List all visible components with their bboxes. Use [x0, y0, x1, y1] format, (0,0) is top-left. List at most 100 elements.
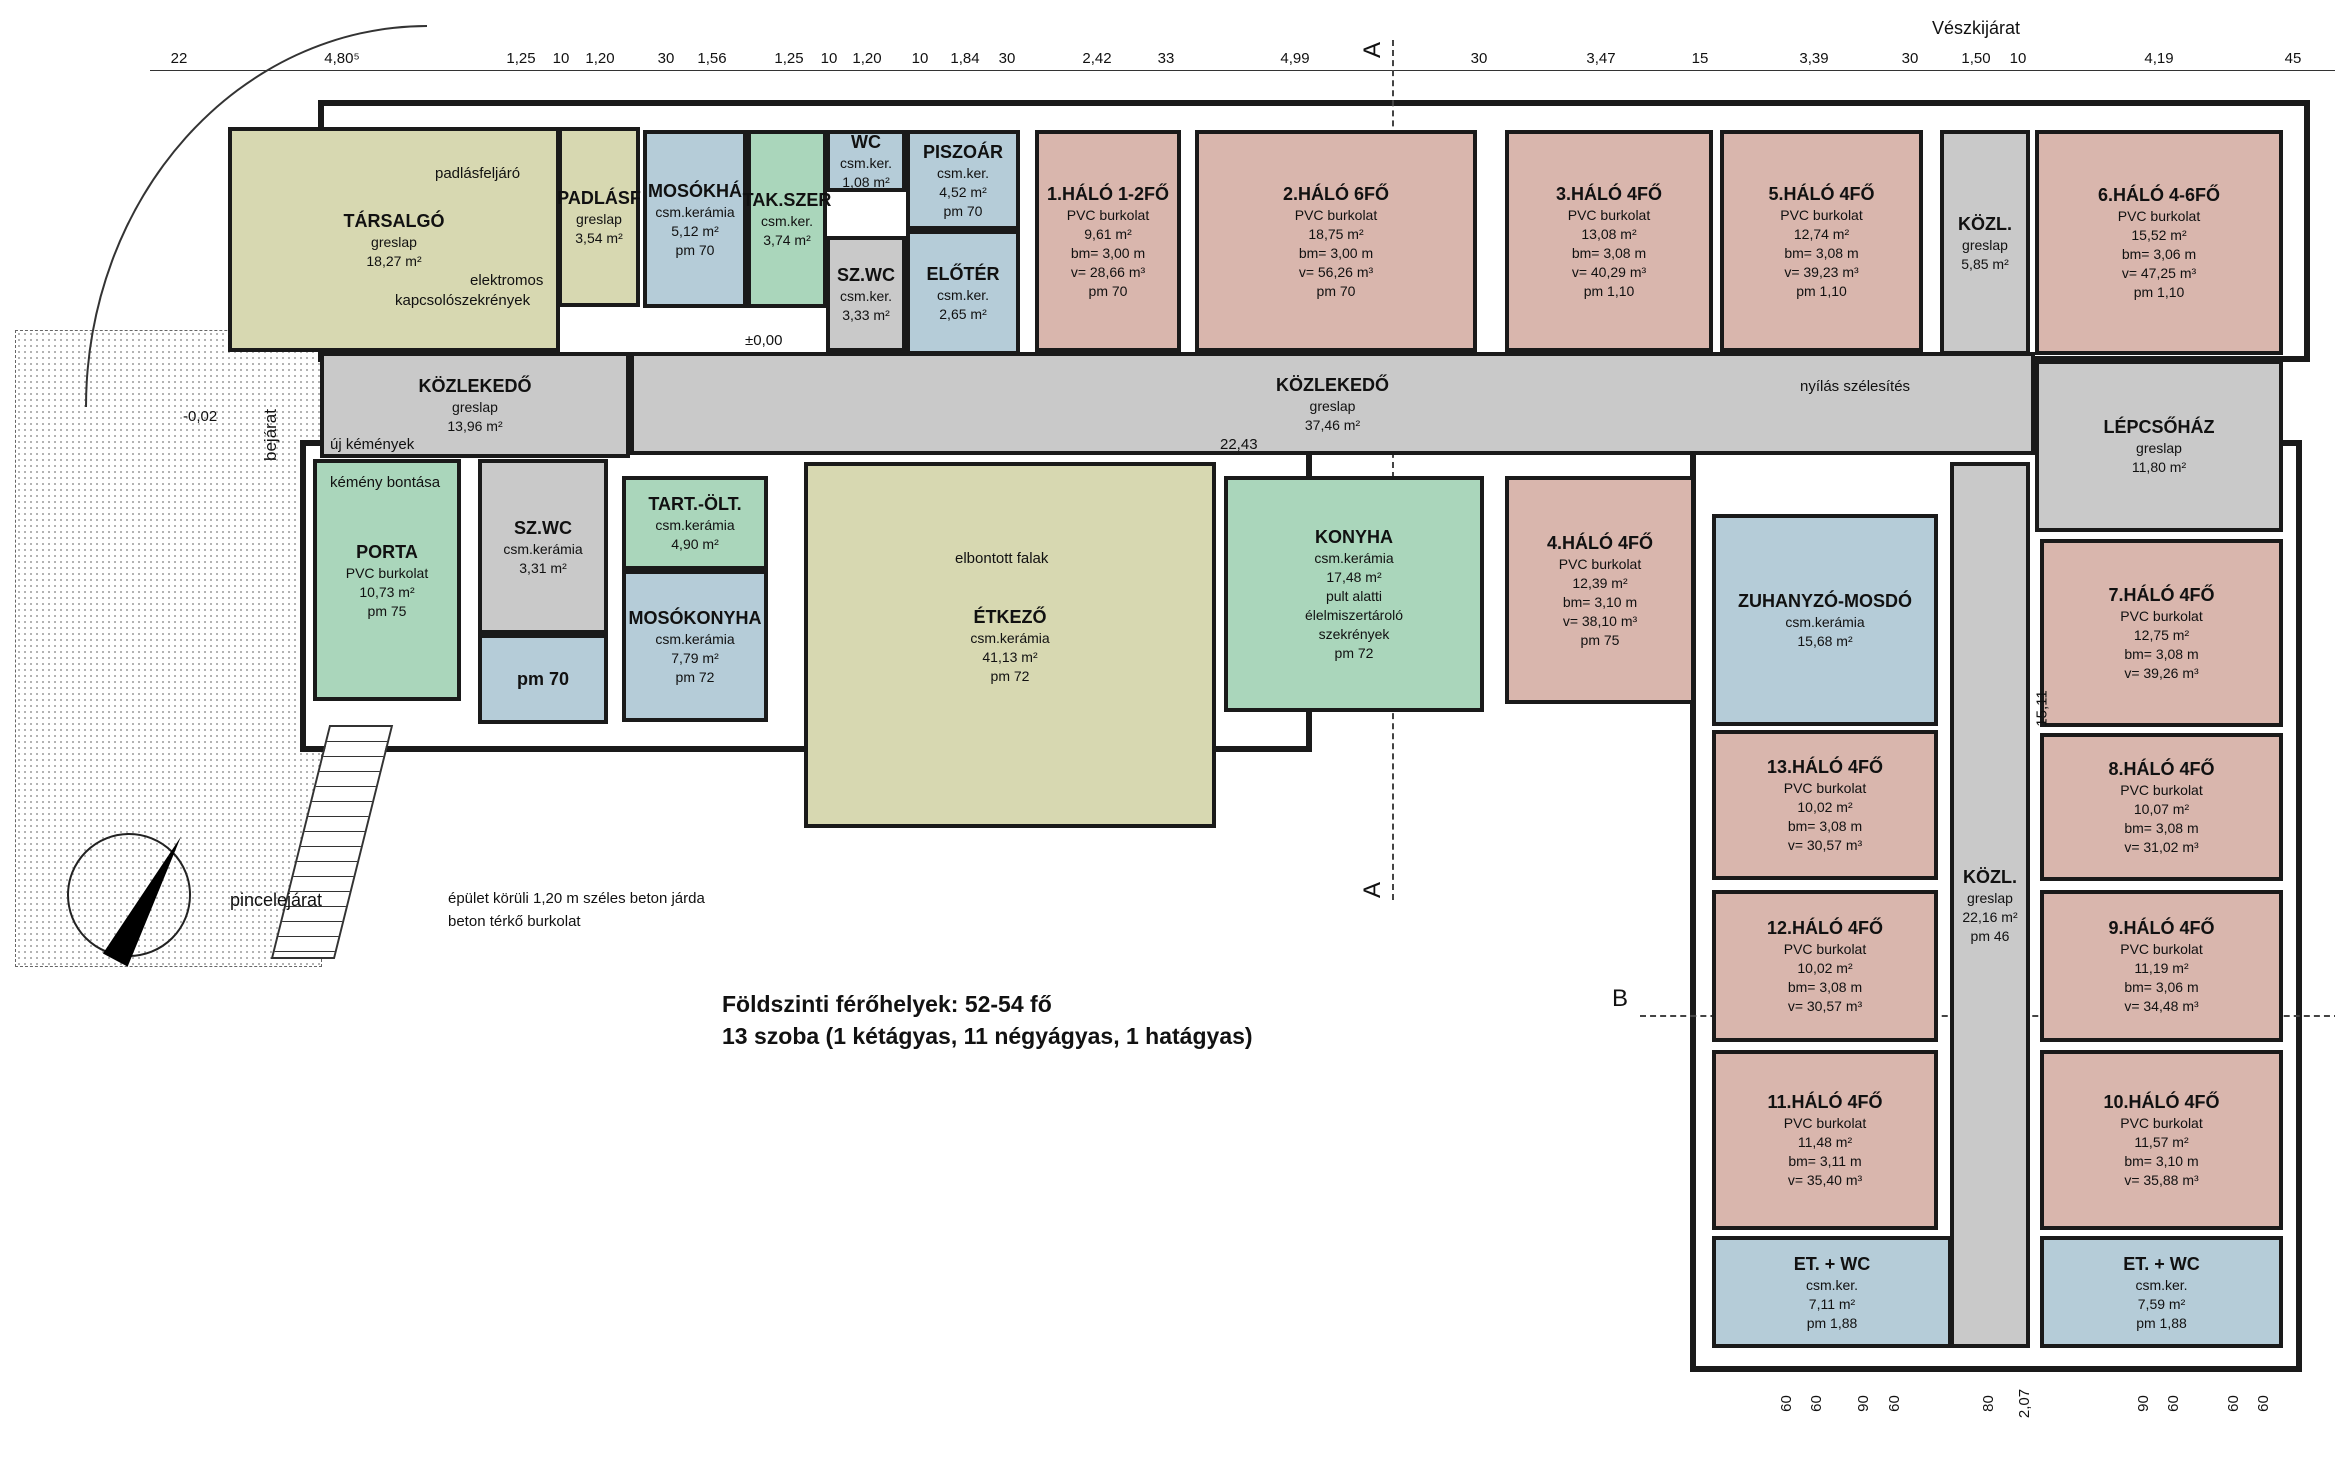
- room-detail: 7,79 m²: [671, 649, 719, 666]
- room-detail: csm.ker.: [1805, 1276, 1859, 1293]
- cabinets-note: kapcsolószekrények: [395, 292, 531, 309]
- top-dimension-label: 3,39: [1799, 50, 1829, 67]
- top-dimension-label: 2,42: [1082, 50, 1112, 67]
- room-detail: pm 70: [1316, 282, 1356, 299]
- room-name: SZ.WC: [837, 265, 895, 285]
- emergency-exit-label: Vészkijárat: [1932, 18, 2021, 38]
- top-dimension-label: 30: [1470, 50, 1488, 67]
- room-name: 6.HÁLÓ 4-6FŐ: [2097, 185, 2221, 205]
- room-detail: pm 72: [1334, 645, 1374, 661]
- room-detail: v= 31,02 m³: [2124, 839, 2199, 855]
- top-dimension-label: 45: [2284, 50, 2302, 67]
- room-detail: PVC burkolat: [1783, 780, 1867, 796]
- bottom-dimension-label: 2,07: [2016, 1388, 2034, 1419]
- basement-entrance-label: pincelejárat: [230, 890, 323, 910]
- top-dimension-label: 4,19: [2144, 50, 2174, 67]
- room-detail: PVC burkolat: [2120, 1115, 2203, 1131]
- room-detail: 17,48 m²: [1326, 569, 1382, 585]
- room-detail: 5,12 m²: [671, 222, 719, 239]
- room-detail: 37,46 m²: [1304, 416, 1361, 433]
- corridor-length-dimension: 22,43: [1220, 436, 1258, 453]
- top-dimension-label: 1,56: [697, 50, 727, 67]
- room-detail: greslap: [452, 399, 498, 415]
- room-detail: 10,07 m²: [2133, 801, 2190, 817]
- room-detail: pm 1,88: [2136, 1314, 2187, 1331]
- room-detail: PVC burkolat: [1780, 206, 1863, 223]
- room-name: PISZOÁR: [922, 141, 1003, 162]
- room-detail: PVC burkolat: [1294, 206, 1378, 223]
- room-name: ZUHANYZÓ-MOSDÓ: [1738, 591, 1912, 611]
- room-name: TAK.SZER: [742, 190, 832, 210]
- room-name: 7.HÁLÓ 4FŐ: [2108, 585, 2215, 605]
- room-name: 5.HÁLÓ 4FŐ: [1768, 183, 1875, 204]
- summary-capacity: Földszinti férőhelyek: 52-54 fő: [722, 991, 1052, 1017]
- room-detail: v= 34,48 m³: [2124, 998, 2199, 1014]
- room-name: 1.HÁLÓ 1-2FŐ: [1046, 183, 1170, 204]
- room-detail: PVC burkolat: [1783, 941, 1867, 957]
- room-name: MOSÓKHÁ: [648, 180, 742, 201]
- room-detail: élelmiszertároló: [1304, 607, 1404, 623]
- room-detail: pm 1,10: [2133, 284, 2185, 300]
- room-detail: pm 1,10: [1583, 282, 1635, 299]
- room-detail: greslap: [1309, 397, 1356, 414]
- level-marker-outside: -0,02: [183, 408, 218, 425]
- room-detail: 13,08 m²: [1581, 225, 1637, 242]
- room-detail: bm= 3,06 m: [2121, 246, 2197, 262]
- room-name: ELŐTÉR: [926, 263, 1000, 284]
- room-detail: 4,52 m²: [939, 183, 987, 200]
- room-detail: v= 47,25 m³: [2121, 265, 2197, 281]
- room-name: PADLÁSF: [557, 188, 641, 208]
- room-name: pm 70: [516, 669, 570, 689]
- room-name: TART.-ÖLT.: [648, 494, 742, 514]
- room-detail: 7,59 m²: [2137, 1295, 2186, 1312]
- room-name: 13.HÁLÓ 4FŐ: [1766, 757, 1884, 777]
- room-detail: 12,75 m²: [2133, 627, 2190, 643]
- section-line-a: [1392, 40, 1394, 900]
- room-name: 3.HÁLÓ 4FŐ: [1555, 183, 1662, 204]
- bottom-dimension-label: 90: [2134, 1395, 2152, 1412]
- room-detail: 2,65 m²: [939, 305, 987, 322]
- bottom-dimension-label: 80: [1979, 1395, 1997, 1412]
- summary-rooms: 13 szoba (1 kétágyas, 11 négyágyas, 1 ha…: [722, 1023, 1253, 1049]
- top-dimension-label: 30: [657, 50, 675, 67]
- room-name: SZ.WC: [514, 517, 572, 538]
- room-detail: 10,02 m²: [1797, 960, 1853, 976]
- room-name: 8.HÁLÓ 4FŐ: [2108, 759, 2215, 779]
- room-detail: bm= 3,00 m: [1070, 244, 1146, 261]
- room-detail: bm= 3,08 m: [2124, 820, 2199, 836]
- room-name: TÁRSALGÓ: [343, 210, 445, 231]
- capacity-summary: Földszinti férőhelyek: 52-54 fő 13 szoba…: [722, 988, 1253, 1052]
- room-detail: PVC burkolat: [2120, 941, 2203, 957]
- room-detail: 22,16 m²: [1962, 908, 2018, 925]
- room-detail: pm 1,10: [1796, 282, 1847, 299]
- room-detail: 5,85 m²: [1961, 255, 2009, 272]
- room-detail: csm.ker.: [936, 286, 990, 303]
- top-dimension-label: 10: [820, 50, 838, 67]
- room-detail: pm 75: [367, 602, 407, 619]
- room-detail: greslap: [2136, 440, 2182, 456]
- room-detail: bm= 3,08 m: [1787, 979, 1863, 995]
- room-detail: 11,57 m²: [2134, 1134, 2189, 1150]
- room-detail: bm= 3,08 m: [1787, 818, 1863, 834]
- bottom-dimension-label: 60: [1777, 1395, 1795, 1412]
- entrance-label: bejárat: [260, 409, 280, 461]
- room-detail: pm 70: [1088, 282, 1128, 299]
- attic-access-note: padlásfeljáró: [435, 165, 521, 182]
- top-dimension-label: 30: [1901, 50, 1919, 67]
- top-dimension-label: 1,50: [1961, 50, 1991, 67]
- level-marker-zero: ±0,00: [745, 332, 783, 349]
